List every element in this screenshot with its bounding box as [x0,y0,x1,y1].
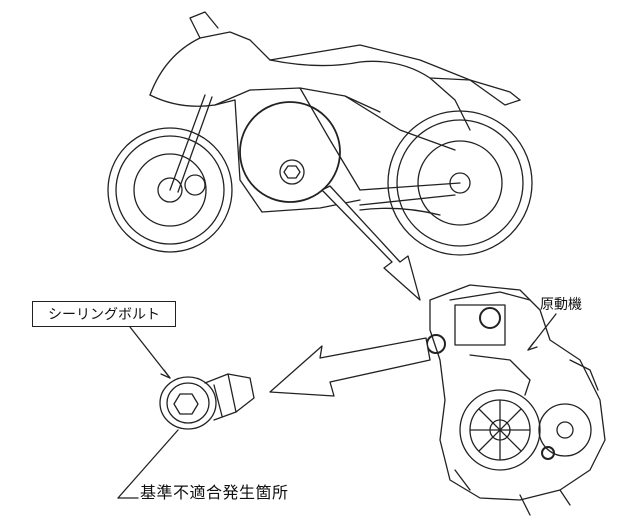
highlight-circle [239,101,341,203]
arrow-icon [321,185,421,301]
sealing-bolt-illustration [159,373,255,430]
sealing-bolt-label: シーリングボルト [32,301,176,327]
motorcycle-illustration [107,11,533,256]
engine-illustration [426,284,606,516]
issue-location-label: 基準不適合発生箇所 [140,483,289,502]
engine-label: 原動機 [540,297,582,313]
arrow-icon [269,337,431,397]
